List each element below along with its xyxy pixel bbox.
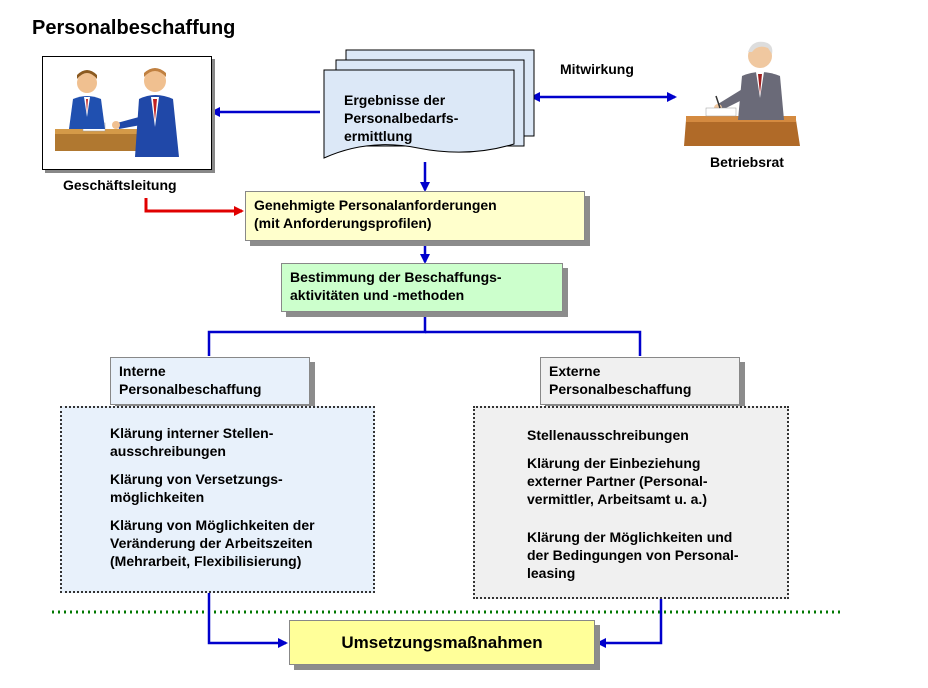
extern-item-line: externer Partner (Personal-: [527, 473, 708, 489]
extern-item: Klärung der Einbeziehung externer Partne…: [527, 454, 779, 508]
management-illustration: [42, 56, 212, 170]
extern-item: Stellenausschreibungen: [527, 426, 779, 444]
extern-item-line: Klärung der Einbeziehung: [527, 455, 701, 471]
intern-item-line: (Mehrarbeit, Flexibilisierung): [110, 553, 302, 569]
arrow-management-to-genehmigt: [144, 198, 244, 216]
extern-item-line: Klärung der Möglichkeiten und: [527, 529, 733, 545]
umsetzung-box: Umsetzungsmaßnahmen: [289, 620, 595, 665]
intern-item-line: Veränderung der Arbeitszeiten: [110, 535, 313, 551]
worker-council-icon: [684, 41, 800, 146]
intern-head-line: Interne: [119, 363, 166, 379]
business-meeting-icon: [55, 68, 179, 157]
bestimmung-line: Bestimmung der Beschaffungs-: [290, 269, 502, 285]
intern-item-line: Klärung von Versetzungs-: [110, 471, 283, 487]
bestimmung-box: Bestimmung der Beschaffungs- aktivitäten…: [281, 263, 563, 312]
intern-item-line: ausschreibungen: [110, 443, 226, 459]
doc-text: Ergebnisse der Personalbedarfs- ermittlu…: [344, 91, 458, 145]
extern-head-line: Personalbeschaffung: [549, 381, 692, 397]
extern-item-line: Stellenausschreibungen: [527, 427, 689, 443]
geschaeftsleitung-label: Geschäftsleitung: [63, 177, 177, 193]
mitwirkung-label: Mitwirkung: [560, 61, 634, 77]
bestimmung-line: aktivitäten und -methoden: [290, 287, 465, 303]
arrow-intern-to-umsetzung: [207, 593, 288, 648]
genehmigt-line: (mit Anforderungsprofilen): [254, 215, 432, 231]
doc-line: Ergebnisse der: [344, 92, 446, 108]
betriebsrat-label: Betriebsrat: [710, 154, 784, 170]
genehmigt-line: Genehmigte Personalanforderungen: [254, 197, 497, 213]
intern-item-line: Klärung interner Stellen-: [110, 425, 274, 441]
page-title: Personalbeschaffung: [32, 17, 236, 39]
genehmigt-box: Genehmigte Personalanforderungen (mit An…: [245, 191, 585, 241]
intern-item: Klärung interner Stellen- ausschreibunge…: [110, 424, 365, 460]
extern-item-line: der Bedingungen von Personal-: [527, 547, 739, 563]
branch-lines: [207, 312, 427, 356]
extern-header-box: Externe Personalbeschaffung: [540, 357, 740, 405]
intern-item-line: Klärung von Möglichkeiten der: [110, 517, 315, 533]
document-stack: [323, 49, 535, 159]
arrow-extern-to-umsetzung: [596, 593, 663, 648]
intern-item-line: möglichkeiten: [110, 489, 205, 505]
extern-item-line: leasing: [527, 565, 576, 581]
umsetzung-label: Umsetzungsmaßnahmen: [341, 633, 543, 652]
intern-detail-box: Klärung interner Stellen- ausschreibunge…: [60, 406, 375, 593]
intern-item: Klärung von Möglichkeiten der Veränderun…: [110, 516, 365, 570]
extern-head-line: Externe: [549, 363, 601, 379]
extern-detail-box: Stellenausschreibungen Klärung der Einbe…: [473, 406, 789, 599]
doc-line: Personalbedarfs-: [344, 110, 459, 126]
intern-header-box: Interne Personalbeschaffung: [110, 357, 310, 405]
extern-item: Klärung der Möglichkeiten und der Beding…: [527, 528, 779, 582]
intern-head-line: Personalbeschaffung: [119, 381, 262, 397]
doc-line: ermittlung: [344, 128, 413, 144]
intern-item: Klärung von Versetzungs- möglichkeiten: [110, 470, 365, 506]
extern-item-line: vermittler, Arbeitsamt u. a.): [527, 491, 707, 507]
